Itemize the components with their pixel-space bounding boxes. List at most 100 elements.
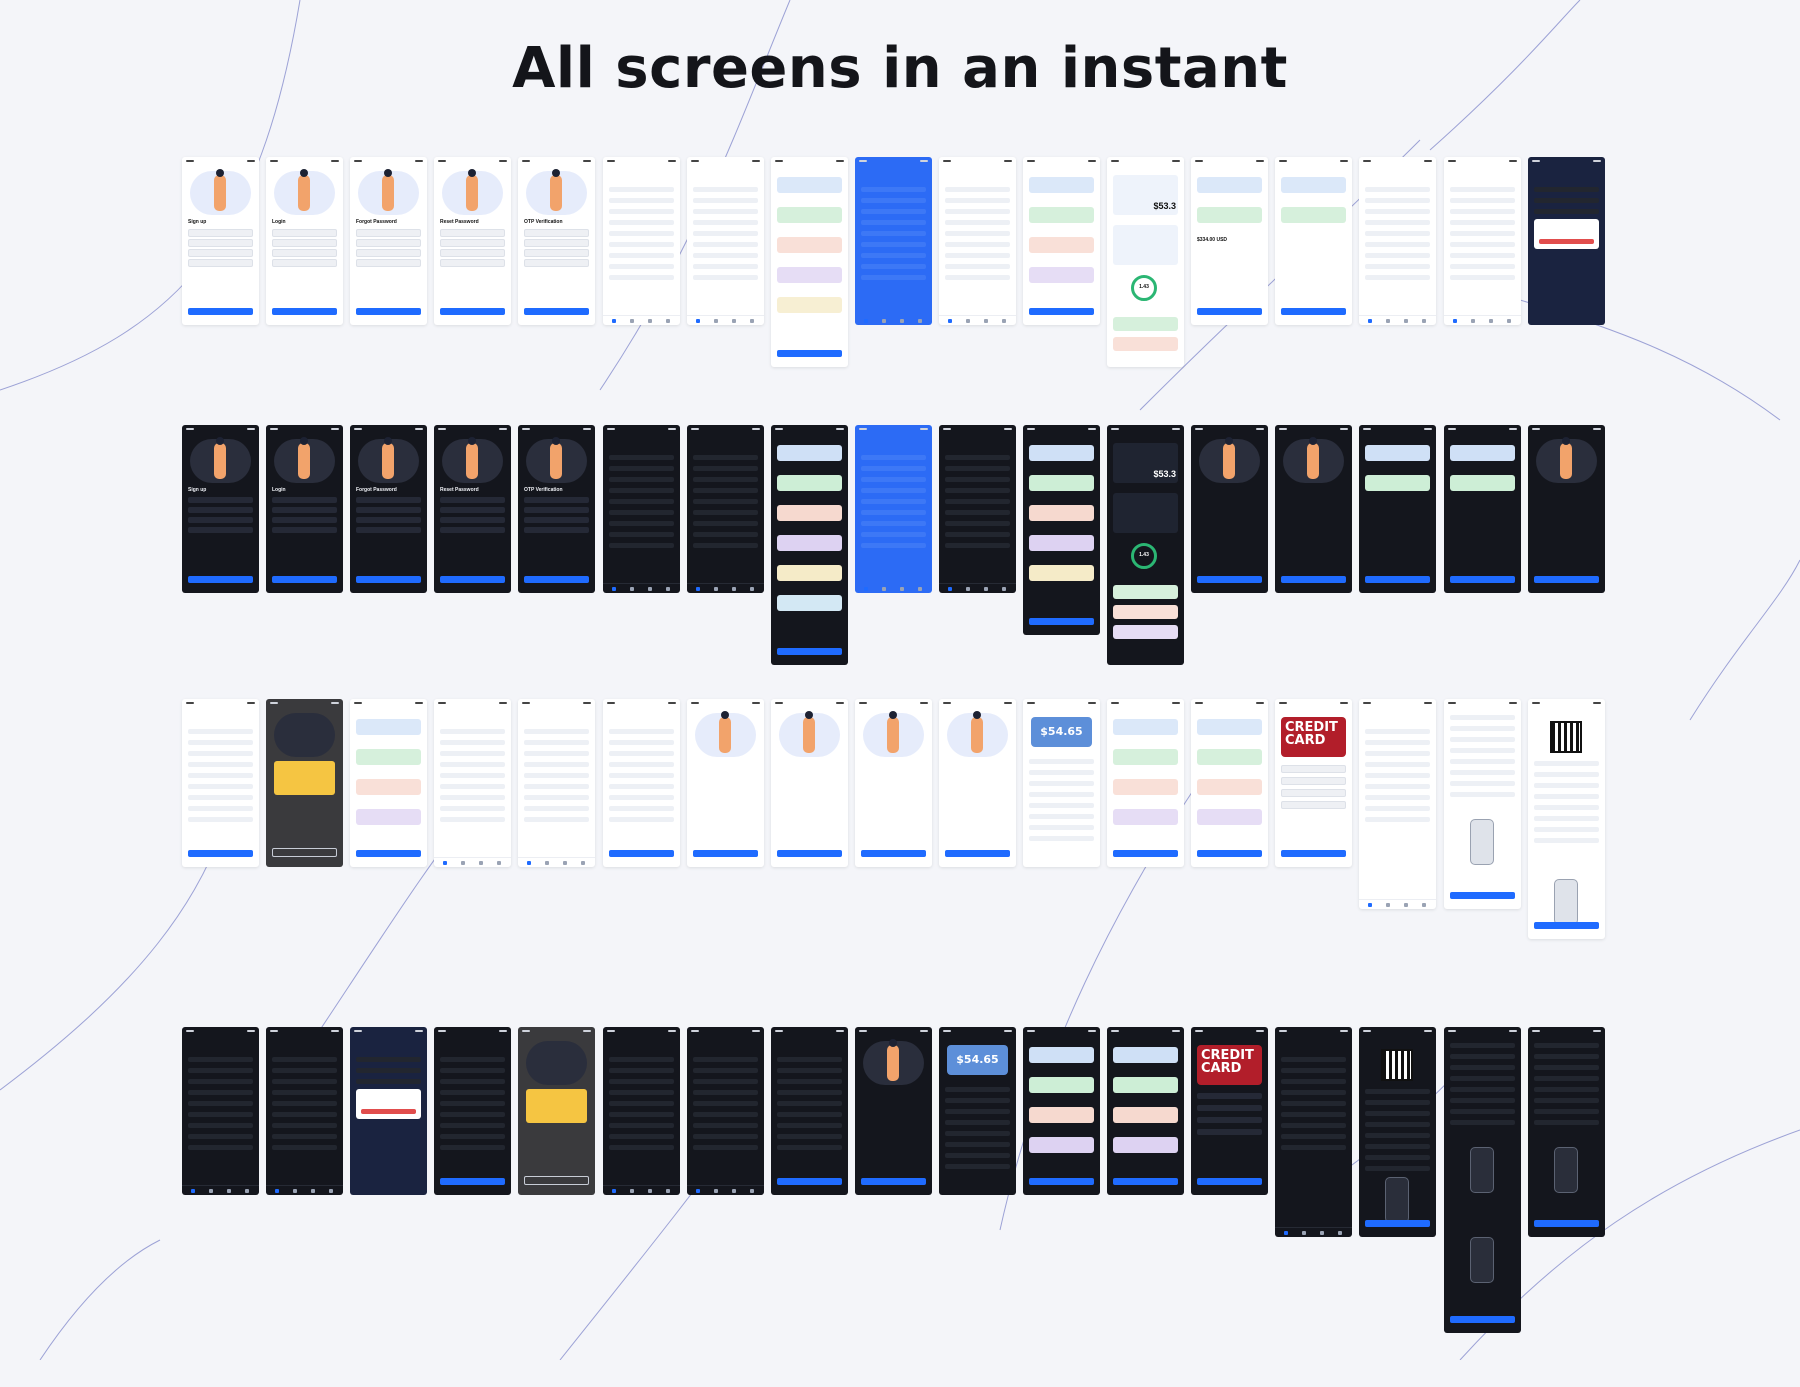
package-card[interactable] <box>1113 585 1178 599</box>
list-item[interactable] <box>693 532 758 537</box>
app-screen-languages-light[interactable] <box>518 699 595 867</box>
nav-tab-icon[interactable] <box>918 319 922 323</box>
list-item[interactable] <box>1281 1068 1346 1073</box>
transaction-item[interactable] <box>945 1142 1010 1147</box>
list-item[interactable] <box>609 510 674 515</box>
list-item[interactable] <box>1450 275 1515 280</box>
list-item[interactable] <box>693 1079 758 1084</box>
list-item[interactable] <box>1365 817 1430 822</box>
list-item[interactable] <box>777 1112 842 1117</box>
app-screen-airmoney-dark[interactable] <box>1023 1027 1100 1195</box>
list-item[interactable] <box>609 466 674 471</box>
transaction-item[interactable] <box>1029 781 1094 786</box>
app-screen-wallet-light[interactable]: $54.65 <box>1023 699 1100 867</box>
app-screen-contact-light[interactable] <box>434 699 511 867</box>
primary-button[interactable] <box>1534 576 1599 583</box>
list-item[interactable] <box>524 762 589 767</box>
list-item[interactable] <box>1281 1101 1346 1106</box>
plan-card[interactable] <box>1197 809 1262 825</box>
nav-tab-icon[interactable] <box>1368 903 1372 907</box>
nav-tab-icon[interactable] <box>1284 1231 1288 1235</box>
plan-card[interactable] <box>1029 1077 1094 1093</box>
nav-tab-icon[interactable] <box>1422 319 1426 323</box>
list-item[interactable] <box>693 1145 758 1150</box>
plan-card[interactable] <box>1029 267 1094 283</box>
primary-button[interactable] <box>272 576 337 583</box>
list-item[interactable] <box>945 187 1010 192</box>
list-item[interactable] <box>188 751 253 756</box>
list-item[interactable] <box>861 253 926 258</box>
plan-card[interactable] <box>1029 1107 1094 1123</box>
transaction-item[interactable] <box>1029 836 1094 841</box>
list-item[interactable] <box>861 209 926 214</box>
input-field-4[interactable] <box>272 527 337 533</box>
list-item[interactable] <box>945 488 1010 493</box>
nav-tab-icon[interactable] <box>1422 903 1426 907</box>
transaction-item[interactable] <box>945 1131 1010 1136</box>
list-item[interactable] <box>693 242 758 247</box>
app-screen-logout-dark[interactable] <box>350 1027 427 1195</box>
list-item[interactable] <box>693 488 758 493</box>
plan-card[interactable] <box>777 267 842 283</box>
list-item[interactable] <box>945 253 1010 258</box>
nav-tab-icon[interactable] <box>882 587 886 591</box>
input-field-3[interactable] <box>272 249 337 257</box>
primary-button[interactable] <box>440 308 505 315</box>
plan-card[interactable] <box>1281 177 1346 193</box>
list-item[interactable] <box>188 1057 253 1062</box>
nav-tab-icon[interactable] <box>1002 587 1006 591</box>
list-item[interactable] <box>1365 729 1430 734</box>
list-item[interactable] <box>861 455 926 460</box>
input-field-2[interactable] <box>524 239 589 247</box>
list-item[interactable] <box>861 220 926 225</box>
card-input-field[interactable] <box>1281 765 1346 773</box>
primary-button[interactable] <box>1197 308 1262 315</box>
app-screen-home-light[interactable] <box>603 157 680 325</box>
nav-tab-icon[interactable] <box>227 1189 231 1193</box>
list-item[interactable] <box>609 795 674 800</box>
list-item[interactable] <box>188 817 253 822</box>
list-item[interactable] <box>440 795 505 800</box>
plan-card[interactable] <box>1113 1077 1178 1093</box>
list-item[interactable] <box>1365 220 1430 225</box>
plan-card[interactable] <box>1029 207 1094 223</box>
list-item[interactable] <box>609 209 674 214</box>
list-item[interactable] <box>1365 806 1430 811</box>
input-field-2[interactable] <box>524 507 589 513</box>
app-screen-welcome2-dark[interactable] <box>1275 425 1352 593</box>
list-item[interactable] <box>609 1068 674 1073</box>
nav-tab-icon[interactable] <box>1302 1231 1306 1235</box>
app-screen-reset-light[interactable]: Reset Password <box>434 157 511 325</box>
list-item[interactable] <box>945 209 1010 214</box>
list-item[interactable] <box>609 198 674 203</box>
input-field-1[interactable] <box>524 497 589 503</box>
submit-button[interactable] <box>609 850 674 857</box>
nav-tab-icon[interactable] <box>648 319 652 323</box>
transaction-item[interactable] <box>1029 803 1094 808</box>
list-item[interactable] <box>693 253 758 258</box>
input-field-4[interactable] <box>272 259 337 267</box>
app-screen-saved-light[interactable] <box>687 699 764 867</box>
nav-tab-icon[interactable] <box>750 587 754 591</box>
plan-card[interactable] <box>1029 565 1094 581</box>
nav-tab-icon[interactable] <box>1368 319 1372 323</box>
app-screen-checkout-dark[interactable] <box>1359 425 1436 593</box>
list-item[interactable] <box>777 1079 842 1084</box>
app-screen-qr-light[interactable] <box>1528 699 1605 939</box>
primary-button[interactable] <box>524 308 589 315</box>
list-item[interactable] <box>945 264 1010 269</box>
list-item[interactable] <box>861 466 926 471</box>
list-item[interactable] <box>693 1134 758 1139</box>
app-screen-loyalty-dark[interactable] <box>518 1027 595 1195</box>
plan-card[interactable] <box>1113 719 1178 735</box>
primary-button[interactable] <box>1450 892 1515 899</box>
input-field-2[interactable] <box>440 507 505 513</box>
app-screen-esims-light[interactable] <box>771 157 848 367</box>
list-item[interactable] <box>1281 1123 1346 1128</box>
list-item[interactable] <box>945 198 1010 203</box>
list-item[interactable] <box>440 1068 505 1073</box>
list-item[interactable] <box>609 242 674 247</box>
list-item[interactable] <box>609 740 674 745</box>
nav-tab-icon[interactable] <box>732 319 736 323</box>
